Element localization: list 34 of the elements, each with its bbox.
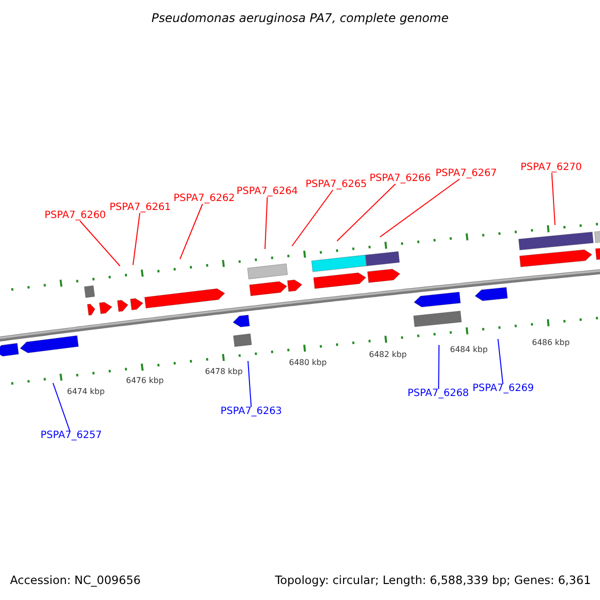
gene-label: PSPA7_6265 — [306, 180, 367, 190]
leader-line — [132, 212, 140, 266]
scale-label: 6482 kbp — [369, 351, 407, 359]
leader-line — [336, 184, 396, 242]
footer-text: Accession: NC_009656 — [10, 575, 141, 586]
leader-line — [292, 190, 334, 246]
footer-text: Topology: circular; Length: 6,588,339 bp; Genes: 6,361 — [275, 575, 591, 586]
leader-line — [438, 344, 440, 390]
leader-line — [52, 382, 70, 432]
scale-label: 6476 kbp — [126, 377, 164, 385]
gene-label: PSPA7_6260 — [44, 211, 106, 221]
leader-line — [180, 204, 203, 260]
leader-line — [380, 178, 460, 238]
gene-label: PSPA7_6262 — [174, 194, 235, 204]
gene-label: PSPA7_6268 — [408, 389, 469, 399]
leader-line — [248, 360, 252, 408]
gene-label: PSPA7_6264 — [236, 187, 298, 197]
scale-label: 6480 kbp — [289, 359, 327, 367]
leader-line — [80, 220, 120, 266]
gene-label: PSPA7_6267 — [436, 169, 497, 179]
scale-label: 6486 kbp — [532, 339, 570, 347]
scale-label: 6484 kbp — [450, 346, 488, 354]
gene-label: PSPA7_6257 — [40, 431, 102, 441]
gene-label: PSPA7_6270 — [520, 163, 582, 173]
scale-label: 6474 kbp — [67, 388, 105, 396]
scale-label: 6478 kbp — [205, 368, 243, 376]
leader-line — [264, 196, 268, 250]
leader-line — [498, 338, 504, 384]
gene-label: PSPA7_6261 — [110, 203, 171, 213]
diagram-title: Pseudomonas aeruginosa PA7, complete genome — [152, 12, 449, 24]
gene-label: PSPA7_6263 — [220, 407, 282, 417]
gene-label: PSPA7_6266 — [370, 174, 431, 184]
leader-line — [551, 172, 556, 226]
gene-label: PSPA7_6269 — [472, 384, 534, 394]
